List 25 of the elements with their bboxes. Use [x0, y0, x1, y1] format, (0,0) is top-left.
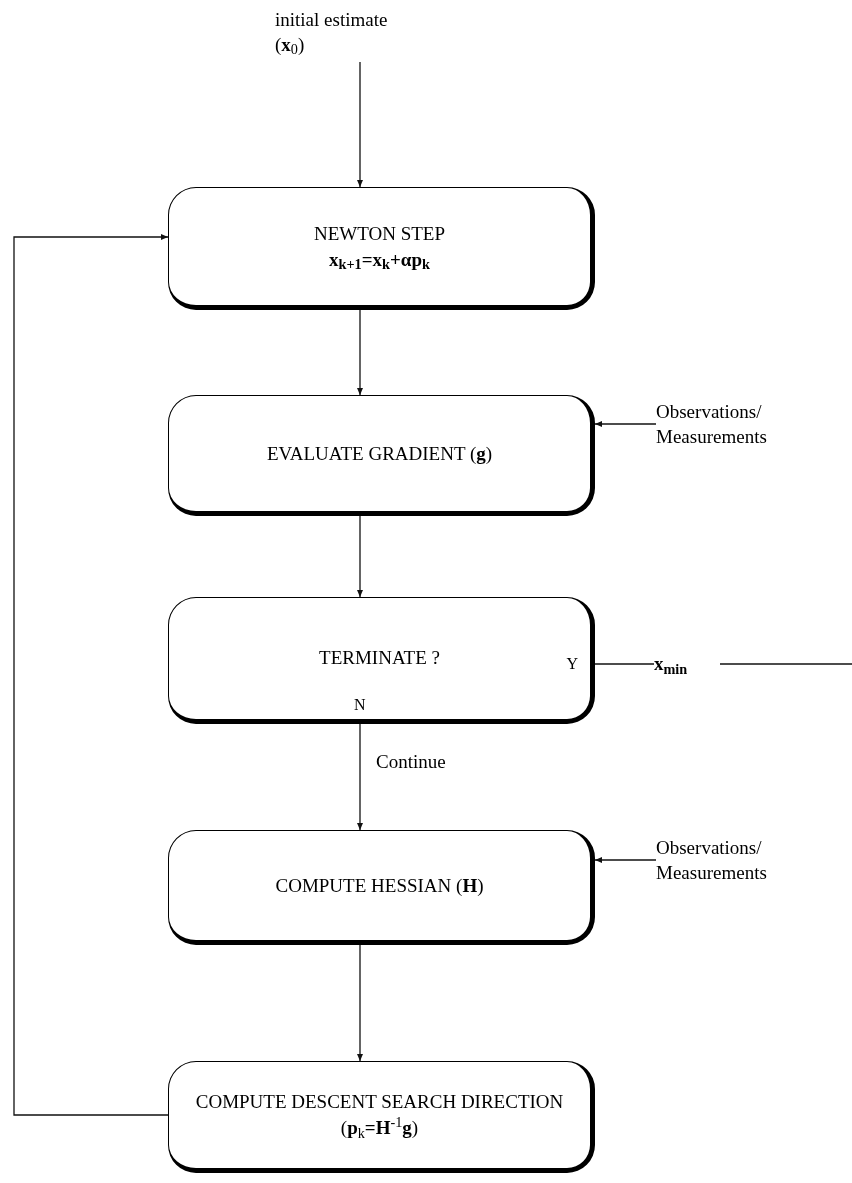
- process-box: [168, 830, 595, 945]
- process-box: [168, 597, 595, 724]
- branch-label: N: [354, 697, 366, 713]
- arrow: [13, 234, 169, 1116]
- arrow: [357, 944, 363, 1062]
- arrow: [594, 857, 657, 863]
- arrow: [357, 723, 363, 831]
- arrow: [357, 309, 363, 396]
- arrow: [594, 421, 657, 427]
- box-title: EVALUATE GRADIENT (g): [266, 441, 493, 466]
- box-title: TERMINATE ?: [319, 646, 440, 671]
- text-label: x$_{min}$: [654, 652, 689, 677]
- branch-label: Y: [566, 656, 578, 672]
- formula: x$_{k+1}$=x$_{k}$+αp$_{k}$: [329, 247, 430, 273]
- text-label: initial estimate (x$_{0}$): [275, 8, 389, 58]
- process-box: [168, 1061, 595, 1173]
- box-title: COMPUTE DESCENT SEARCH DIRECTION (p$_{k}$=H$^{-1}$g): [194, 1090, 565, 1141]
- text-label: Observations/ Measurements: [656, 400, 768, 449]
- arrow: [357, 515, 363, 598]
- process-box: [168, 187, 595, 310]
- box-title: COMPUTE HESSIAN (H): [275, 873, 484, 898]
- arrow: [357, 61, 363, 188]
- text-label: Observations/ Measurements: [656, 836, 768, 885]
- box-title: NEWTON STEP: [313, 221, 446, 246]
- process-box: [168, 395, 595, 516]
